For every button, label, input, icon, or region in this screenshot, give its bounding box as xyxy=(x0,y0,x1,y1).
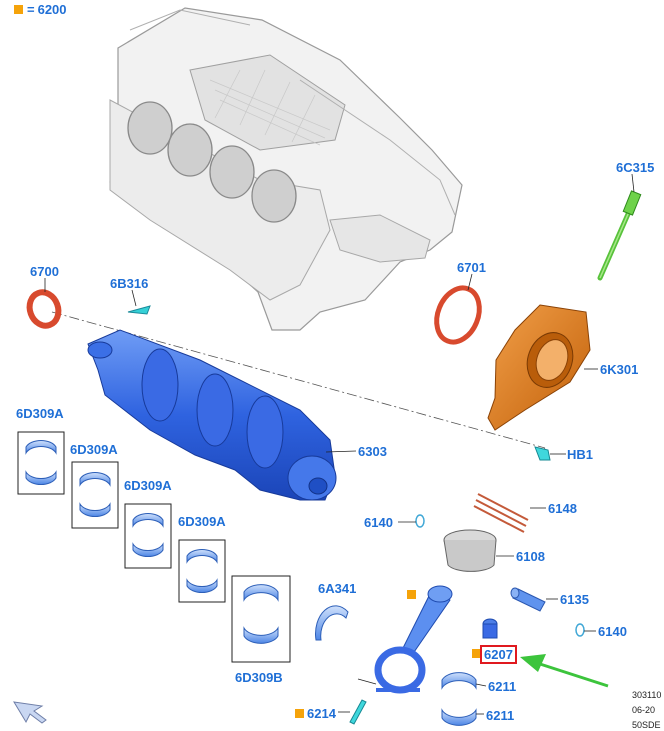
callout-6135[interactable]: 6135 xyxy=(560,592,589,607)
back-arrow-icon[interactable] xyxy=(12,696,48,724)
legend: =6200 xyxy=(14,2,67,17)
main-bearing-group-4 xyxy=(178,539,226,603)
main-bearing-group-1 xyxy=(17,431,65,495)
connecting-rod-part xyxy=(374,585,453,694)
legend-marker-icon xyxy=(14,5,23,14)
rear-seal-part xyxy=(434,285,482,345)
rod-bearing-lower-part xyxy=(441,708,477,726)
callout-6D309B[interactable]: 6D309B xyxy=(235,670,283,685)
marker-rod xyxy=(407,590,416,599)
crank-centerline xyxy=(51,311,546,449)
callout-6140-upper[interactable]: 6140 xyxy=(364,515,393,530)
marker-6207 xyxy=(472,649,481,658)
callout-6211-lower[interactable]: 6211 xyxy=(486,708,515,723)
front-seal-part xyxy=(26,289,62,329)
callout-6C315[interactable]: 6C315 xyxy=(616,160,655,175)
crankshaft-part xyxy=(87,329,337,501)
piston-part xyxy=(443,529,497,572)
main-bearing-group-2 xyxy=(71,461,119,529)
rod-bearing-upper-part xyxy=(441,672,477,690)
callout-6148[interactable]: 6148 xyxy=(548,501,577,516)
reference-code-line3: 50SDE xyxy=(632,720,661,730)
callout-6303[interactable]: 6303 xyxy=(358,444,387,459)
bolt-hb1-part xyxy=(534,446,551,461)
rod-bolt-part xyxy=(349,699,367,725)
legend-equals: = xyxy=(27,2,35,17)
callout-6207[interactable]: 6207 xyxy=(480,645,517,664)
marker-6214 xyxy=(295,709,304,718)
piston-rings-part xyxy=(473,493,529,533)
callout-6B316[interactable]: 6B316 xyxy=(110,276,149,291)
rear-seal-retainer-part xyxy=(487,304,591,431)
callout-6K301[interactable]: 6K301 xyxy=(600,362,639,377)
callout-HB1[interactable]: HB1 xyxy=(567,447,594,462)
main-bearing-group-3 xyxy=(124,503,172,569)
crank-key-part xyxy=(127,305,151,315)
callout-6D309A-3[interactable]: 6D309A xyxy=(124,478,172,493)
snap-ring-upper-part xyxy=(415,514,425,528)
highlight-arrow xyxy=(520,654,609,688)
thrust-bearing-group xyxy=(231,575,291,663)
callout-6211-upper[interactable]: 6211 xyxy=(488,679,517,694)
callout-6D309A-1[interactable]: 6D309A xyxy=(16,406,64,421)
snap-ring-lower-part xyxy=(575,623,585,637)
callout-6D309A-4[interactable]: 6D309A xyxy=(178,514,226,529)
legend-code: 6200 xyxy=(37,2,67,17)
engine-block xyxy=(109,7,463,331)
reference-code-line1: 303110 xyxy=(632,690,662,700)
callout-6140-lower[interactable]: 6140 xyxy=(598,624,627,639)
rod-bushing-part xyxy=(482,618,498,639)
reference-code-line2: 06-20 xyxy=(632,705,656,715)
callout-6701[interactable]: 6701 xyxy=(457,260,486,275)
thrust-washer-part xyxy=(315,605,349,641)
leader-lines xyxy=(44,173,635,715)
callout-6214[interactable]: 6214 xyxy=(307,706,336,721)
callout-6A341[interactable]: 6A341 xyxy=(318,581,357,596)
callout-6700[interactable]: 6700 xyxy=(30,264,59,279)
oil-level-tube-part xyxy=(597,190,642,281)
callout-6108[interactable]: 6108 xyxy=(516,549,545,564)
callout-6D309A-2[interactable]: 6D309A xyxy=(70,442,118,457)
